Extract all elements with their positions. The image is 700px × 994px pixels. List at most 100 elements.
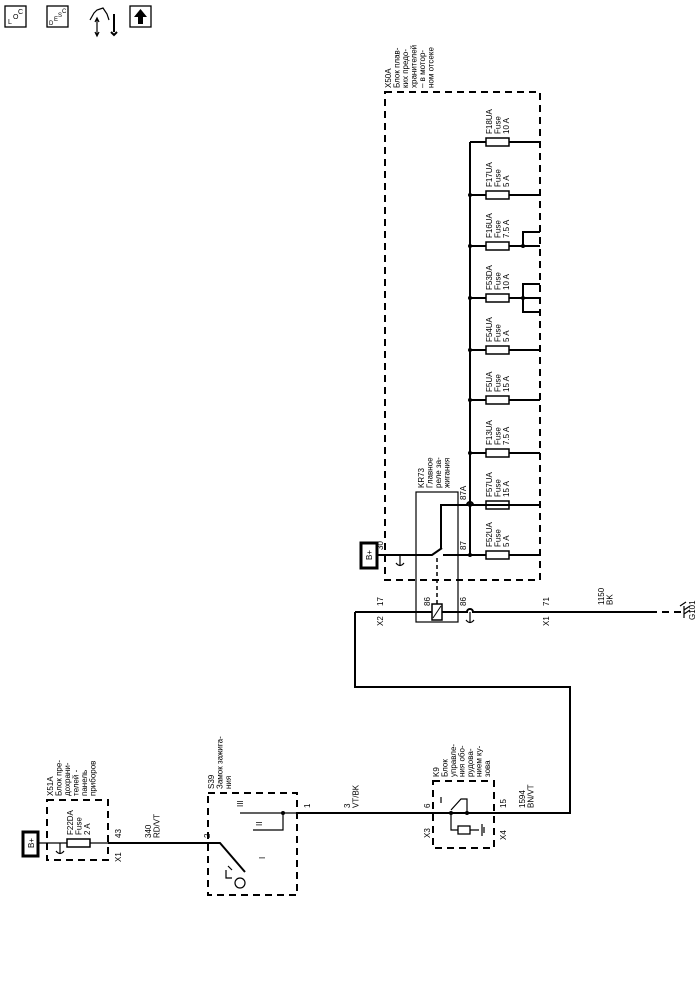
- fuse-label: F18UAFuse10 A: [485, 108, 511, 134]
- label-line: S39: [207, 774, 216, 789]
- svg-text:30: 30: [376, 541, 385, 550]
- label-line: F52UA: [485, 521, 494, 547]
- fuse-label: F52UAFuse5 A: [485, 521, 511, 547]
- label-line: X51A: [46, 776, 55, 796]
- label-line: 1150: [597, 587, 606, 605]
- x51a-label: X51AБлок пре-дохрани-телей -панельприбор…: [46, 760, 98, 796]
- description-icon[interactable]: D E S C: [46, 5, 69, 28]
- label-line: F53DA: [485, 264, 494, 290]
- k9-body-control-module-outline: [432, 780, 495, 849]
- fuse-label: F53DAFuse10 A: [485, 264, 511, 290]
- fuse-f53da: F53DAFuse10 A: [468, 264, 540, 303]
- fuse-f54ua: F54UAFuse5 A: [468, 316, 540, 355]
- relay-kr73-outline: [415, 491, 459, 623]
- fuse-f22da-label: F22DAFuse2 A: [66, 809, 92, 835]
- svg-text:71: 71: [542, 597, 551, 606]
- wire-3-label: 3VT/BK: [343, 784, 361, 808]
- label-line: Fuse: [75, 817, 84, 835]
- label-line: Главное: [426, 457, 435, 488]
- location-icon[interactable]: L O C: [4, 5, 27, 28]
- svg-text:II: II: [255, 822, 264, 826]
- svg-text:17: 17: [376, 597, 385, 606]
- label-line: F17UA: [485, 161, 494, 187]
- svg-text:S: S: [58, 13, 62, 19]
- connector-x2-label: X2: [376, 616, 385, 626]
- label-line: зова: [483, 760, 492, 777]
- fuse-jumper: [522, 231, 540, 313]
- label-line: KR73: [417, 467, 426, 488]
- svg-text:X3: X3: [423, 828, 432, 838]
- svg-text:2: 2: [203, 833, 212, 838]
- label-line: рудова-: [466, 748, 475, 777]
- label-line: 10 A: [502, 273, 511, 290]
- svg-text:X4: X4: [499, 830, 508, 840]
- label-line: 10 A: [502, 117, 511, 134]
- fuse-label: F13UAFuse7.5 A: [485, 419, 511, 445]
- svg-text:G101: G101: [688, 600, 697, 620]
- svg-text:E: E: [54, 17, 58, 23]
- label-line: Блок плав-: [393, 47, 402, 88]
- fuse-f17ua: F17UAFuse5 A: [468, 161, 540, 200]
- svg-text:O: O: [13, 14, 19, 21]
- label-line: BK: [606, 594, 615, 605]
- svg-text:I: I: [258, 857, 267, 859]
- label-line: телей -: [72, 769, 81, 796]
- svg-text:87: 87: [459, 541, 468, 550]
- label-line: F5UA: [485, 371, 494, 392]
- ground-g101: G101: [679, 600, 697, 620]
- label-line: Fuse: [494, 324, 503, 342]
- label-line: F22DA: [66, 809, 75, 835]
- svg-text:86: 86: [459, 597, 468, 606]
- label-line: 7.5 A: [502, 219, 511, 238]
- fuse-label: F17UAFuse5 A: [485, 161, 511, 187]
- label-line: 15 A: [502, 375, 511, 392]
- fuse-f13ua: F13UAFuse7.5 A: [468, 419, 540, 458]
- wire-340-label: 340RD/VT: [144, 814, 162, 838]
- relay-kr73-label: KR73Главноереле за-жигания: [417, 457, 452, 488]
- fuse-f57ua: F57UAFuse15 A: [468, 471, 540, 510]
- b-plus-terminal: B+: [359, 541, 379, 570]
- svg-text:1: 1: [303, 803, 312, 808]
- label-line: ном отсеке: [427, 47, 436, 88]
- svg-text:B+: B+: [365, 550, 374, 560]
- svg-text:87A: 87A: [459, 485, 468, 500]
- relay-switch-contact: [377, 547, 443, 556]
- label-line: BN/VT: [527, 784, 536, 808]
- label-line: F18UA: [485, 108, 494, 134]
- up-arrow-icon[interactable]: [129, 5, 152, 28]
- fuse-f18ua: F18UAFuse10 A: [470, 108, 540, 147]
- label-line: VT/BK: [352, 784, 361, 808]
- s39-label: S39Замок зажига-ния: [207, 736, 233, 789]
- s39-pivot: [234, 877, 246, 889]
- label-line: Блок: [441, 759, 450, 777]
- label-line: Fuse: [494, 116, 503, 134]
- label-line: – в мотор-: [418, 50, 427, 88]
- label-line: управле-: [449, 744, 458, 777]
- fuse-f22da: [66, 838, 91, 848]
- label-line: Fuse: [494, 169, 503, 187]
- label-line: 3: [343, 803, 352, 808]
- fuse-label: F57UAFuse15 A: [485, 471, 511, 497]
- connector-repair-icon[interactable]: [89, 7, 118, 38]
- label-line: 5 A: [502, 535, 511, 547]
- label-line: F13UA: [485, 419, 494, 445]
- x50a-fuse-block-outline: [384, 91, 541, 581]
- fuse-label: F54UAFuse5 A: [485, 316, 511, 342]
- wire-1594-label: 1594BN/VT: [518, 784, 536, 808]
- label-line: панель: [80, 770, 89, 796]
- label-line: 340: [144, 824, 153, 838]
- label-line: дохрани-: [63, 762, 72, 796]
- connector-x1-label: X1: [542, 616, 551, 626]
- fuse-group: F18UAFuse10 A F17UAFuse5 A F16UAFuse7.5 …: [468, 108, 540, 560]
- svg-text:B+: B+: [27, 838, 36, 848]
- label-line: 5 A: [502, 330, 511, 342]
- svg-text:III: III: [236, 800, 245, 807]
- svg-text:86: 86: [423, 597, 432, 606]
- label-line: F54UA: [485, 316, 494, 342]
- label-line: ния обо-: [458, 745, 467, 777]
- label-line: Fuse: [494, 374, 503, 392]
- label-line: реле за-: [434, 457, 443, 488]
- label-line: Fuse: [494, 220, 503, 238]
- label-line: 7.5 A: [502, 426, 511, 445]
